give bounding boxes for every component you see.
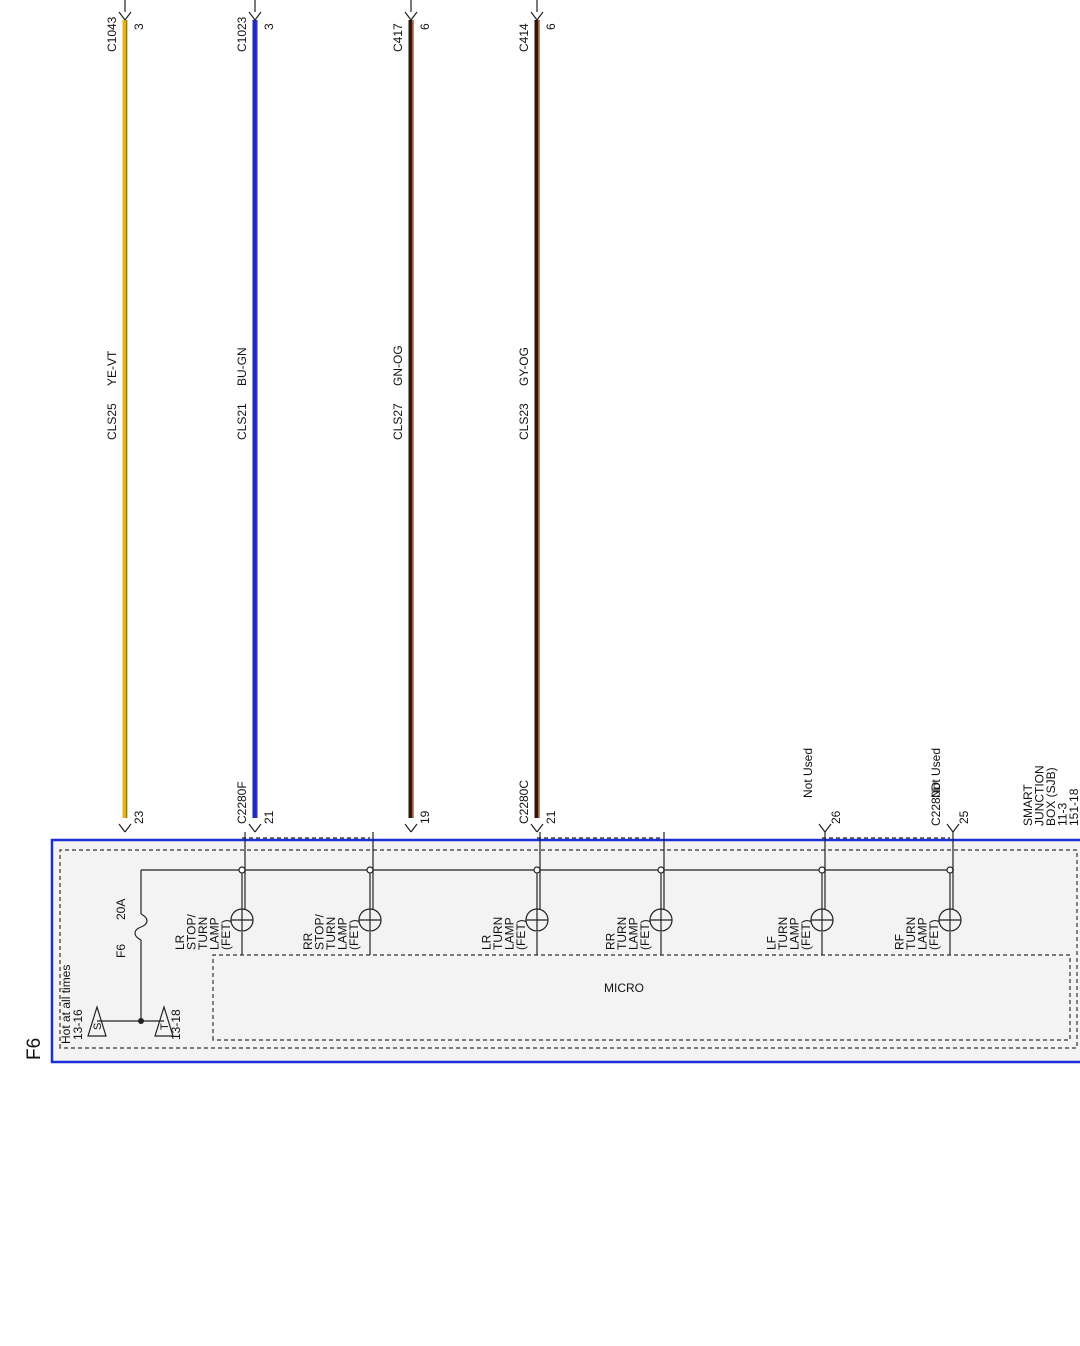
circuit-color-code: BU-GN — [235, 347, 249, 386]
sjb-name-line: 11-3 — [1056, 803, 1070, 826]
output-label-line: (FET) — [927, 919, 941, 950]
page-code: F6 — [24, 1038, 45, 1060]
output-label-line: LR — [173, 934, 187, 950]
output-label-line: TURN — [904, 917, 918, 950]
output-label-line: (FET) — [799, 919, 813, 950]
micro-block — [212, 954, 1071, 1041]
end-connector-arrow-icon — [530, 11, 544, 21]
circuit-number: CLS23 — [517, 403, 531, 440]
smart-junction-box: MICRO Hot at all times 13-16 13-18 S T F… — [50, 832, 1080, 1064]
output-label-line: RF — [893, 934, 907, 950]
not-used-output: 26 Not Used — [801, 748, 843, 833]
circuit-color-code: GN-OG — [391, 345, 405, 386]
circuit-color-code: YE-VT — [105, 350, 119, 386]
output-label-line: LAMP — [916, 917, 930, 950]
not-used-output: C2280D 25 Not Used — [929, 748, 971, 833]
output-label-line: (FET) — [219, 919, 233, 950]
output-label-line: LAMP — [208, 917, 222, 950]
output-label-line: LAMP — [627, 917, 641, 950]
svg-text:T: T — [159, 1023, 171, 1030]
sjb-name-line: JUNCTION — [1033, 765, 1047, 826]
output-label-line: RR — [301, 932, 315, 950]
output-label-line: LR — [480, 934, 494, 950]
fuse-icon — [134, 913, 148, 941]
sjb-inner-dashed — [59, 849, 1078, 1049]
sjb-pin-label: 23 — [132, 810, 146, 824]
output-label-line: STOP/ — [185, 914, 199, 950]
output-label-line: RR — [604, 932, 618, 950]
circuit-number: CLS27 — [391, 403, 405, 440]
output-label-line: (FET) — [514, 919, 528, 950]
connector-arrow-icon — [118, 823, 132, 833]
fet-output-icon — [358, 832, 382, 955]
end-pin-label: 6 — [544, 23, 558, 30]
circuit-cls23: C2280C21CLS23GY-OGC4146LAMPASSEMBLY,LEFT… — [517, 0, 558, 833]
micro-label: MICRO — [604, 981, 644, 995]
output-label-line: (FET) — [347, 919, 361, 950]
not-used-connector: C2280D — [929, 782, 943, 826]
sjb-name-line: BOX (SJB) — [1044, 767, 1058, 826]
output-label-line: STOP/ — [313, 914, 327, 950]
output-label-line: TURN — [324, 917, 338, 950]
end-pin-label: 3 — [132, 23, 146, 30]
output-label-line: LAMP — [336, 917, 350, 950]
connector-arrow-icon — [248, 823, 262, 833]
sjb-connector-label: C2280F — [235, 781, 249, 824]
end-connector-label: C417 — [391, 23, 405, 52]
circuit-number: CLS25 — [105, 403, 119, 440]
end-connector-label: C1043 — [105, 16, 119, 52]
fuse-name: F6 — [114, 944, 128, 958]
not-used-note: Not Used — [801, 748, 815, 798]
output-label-line: LF — [765, 936, 779, 950]
ref-13-16: 13-16 — [71, 1009, 85, 1040]
sjb-connector-label: C2280C — [517, 780, 531, 824]
circuit-cls21: C2280F21CLS21BU-GNC10233PARK/TURNLAMP,LE… — [235, 0, 276, 833]
output-label-line: LAMP — [503, 917, 517, 950]
end-connector-label: C414 — [517, 23, 531, 52]
end-connector-arrow-icon — [248, 11, 262, 21]
fuse-rating: 20A — [114, 899, 128, 920]
connector-arrow-icon — [530, 823, 544, 833]
output-label-line: LAMP — [788, 917, 802, 950]
fet-output-icon — [525, 832, 549, 955]
not-used-note: Not Used — [929, 748, 943, 798]
sjb-pin-label: 19 — [418, 810, 432, 824]
end-connector-arrow-icon — [118, 11, 132, 21]
not-used-pin: 25 — [957, 810, 971, 824]
sjb-pin-label: 21 — [262, 810, 276, 824]
not-used-pin: 26 — [829, 810, 843, 824]
fet-output-icon — [810, 832, 834, 955]
sjb-name-line: 151-18 — [1067, 788, 1080, 826]
end-connector-label: C1023 — [235, 16, 249, 52]
fet-output-icon — [230, 832, 254, 955]
output-label-line: TURN — [196, 917, 210, 950]
end-connector-arrow-icon — [404, 11, 418, 21]
fet-output-icon — [649, 832, 673, 955]
fet-output-icon — [938, 832, 962, 955]
hot-at-all-times-label: Hot at all times — [59, 965, 73, 1044]
svg-text:S: S — [92, 1023, 104, 1030]
sjb-pin-label: 21 — [544, 810, 558, 824]
ref-13-18: 13-18 — [169, 1009, 183, 1040]
output-label-line: TURN — [776, 917, 790, 950]
end-pin-label: 3 — [262, 23, 276, 30]
circuit-color-code: GY-OG — [517, 347, 531, 386]
connector-arrow-icon — [404, 823, 418, 833]
sjb-name-line: SMART — [1021, 784, 1035, 826]
output-label-line: TURN — [491, 917, 505, 950]
end-pin-label: 6 — [418, 23, 432, 30]
circuit-number: CLS21 — [235, 403, 249, 440]
output-label-line: (FET) — [638, 919, 652, 950]
output-label-line: TURN — [615, 917, 629, 950]
